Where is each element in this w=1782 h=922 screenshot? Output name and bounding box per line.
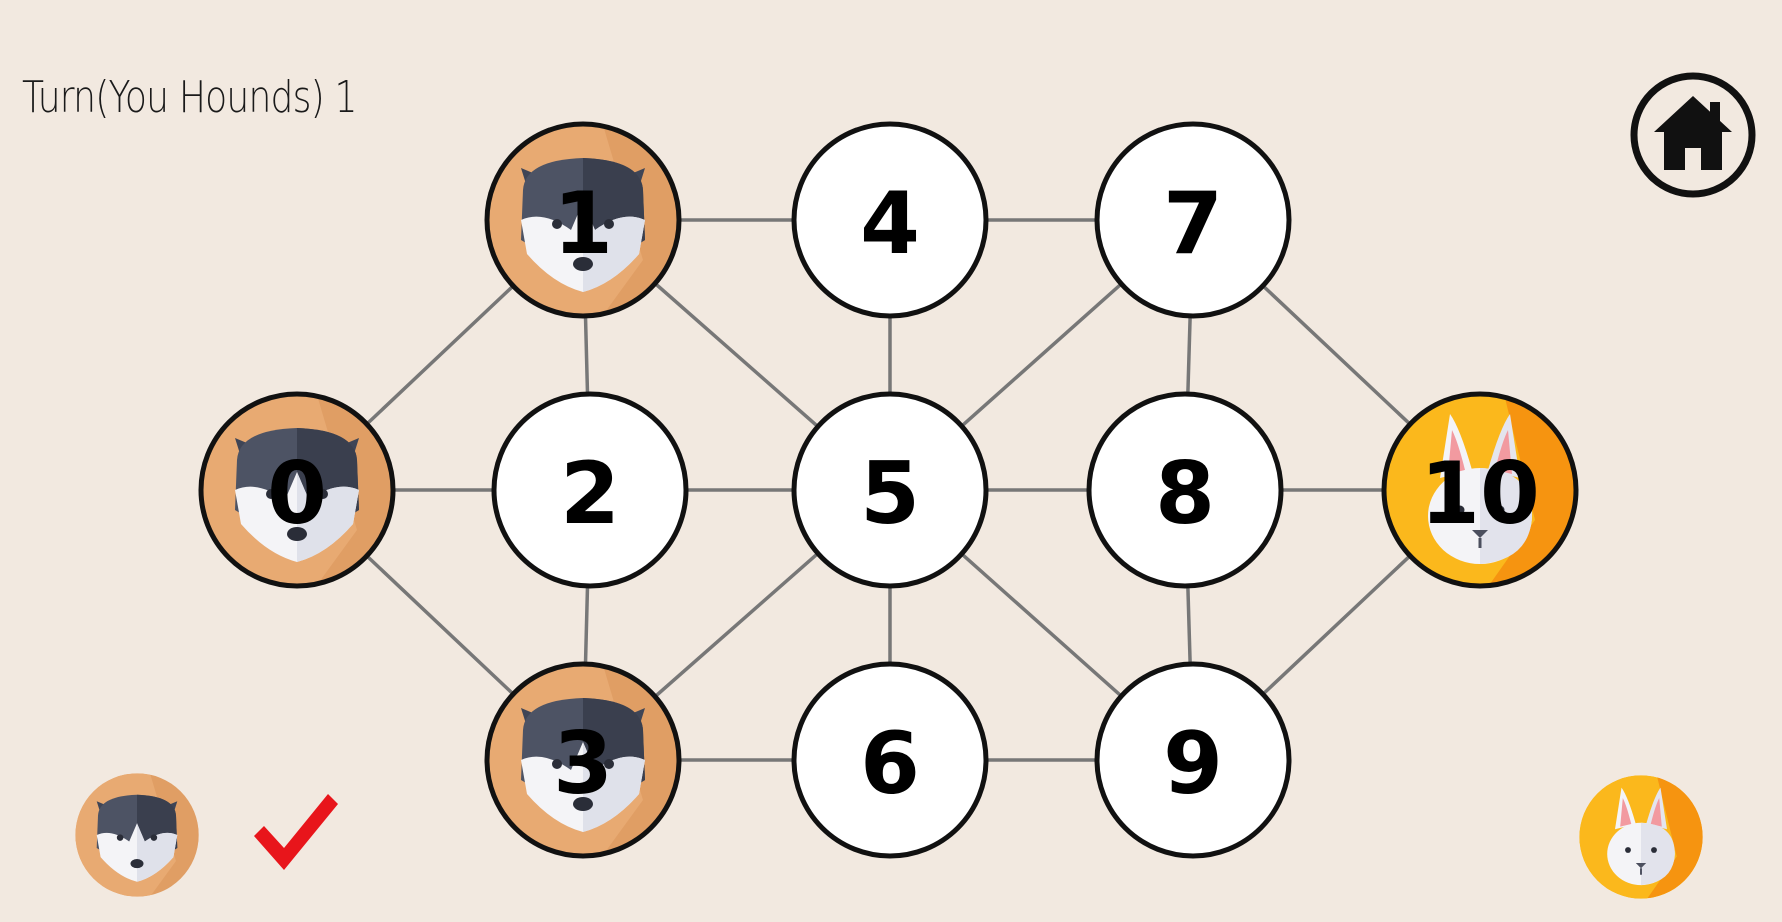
opponent-hare-indicator xyxy=(1576,772,1706,902)
turn-status: Turn(You Hounds) 1 xyxy=(22,72,357,123)
board-node-2[interactable]: 2 xyxy=(491,391,689,589)
node-circle xyxy=(791,391,989,589)
check-icon xyxy=(254,794,338,870)
confirm-check[interactable] xyxy=(250,790,342,874)
node-number: 5 xyxy=(860,444,920,544)
board-nodes: 0 1 2 3 4 5 6 7 8 9 10 xyxy=(198,121,1579,859)
node-number: 10 xyxy=(1420,444,1540,544)
node-number: 9 xyxy=(1163,714,1223,814)
node-number: 1 xyxy=(553,174,613,274)
board-node-6[interactable]: 6 xyxy=(791,661,989,859)
node-circle xyxy=(1094,661,1292,859)
hare-icon xyxy=(1579,775,1703,899)
node-ring xyxy=(484,121,682,319)
node-number: 0 xyxy=(267,444,327,544)
player-hound-indicator xyxy=(72,770,202,900)
node-circle xyxy=(1086,391,1284,589)
board-node-4[interactable]: 4 xyxy=(791,121,989,319)
node-number: 2 xyxy=(560,444,620,544)
node-number: 7 xyxy=(1163,174,1223,274)
node-circle xyxy=(491,391,689,589)
board-node-10[interactable]: 10 xyxy=(1381,391,1579,589)
node-circle xyxy=(791,661,989,859)
home-icon xyxy=(1630,72,1756,198)
board-node-9[interactable]: 9 xyxy=(1094,661,1292,859)
board-node-5[interactable]: 5 xyxy=(791,391,989,589)
node-number: 4 xyxy=(860,174,920,274)
board-node-7[interactable]: 7 xyxy=(1094,121,1292,319)
node-circle xyxy=(1094,121,1292,319)
home-button[interactable] xyxy=(1630,72,1756,198)
node-number: 8 xyxy=(1155,444,1215,544)
board-node-8[interactable]: 8 xyxy=(1086,391,1284,589)
node-ring xyxy=(484,661,682,859)
node-ring xyxy=(198,391,396,589)
node-circle xyxy=(791,121,989,319)
node-ring xyxy=(1381,391,1579,589)
node-number: 6 xyxy=(860,714,920,814)
node-number: 3 xyxy=(553,714,613,814)
board-node-3[interactable]: 3 xyxy=(484,661,682,859)
board-node-1[interactable]: 1 xyxy=(484,121,682,319)
hound-icon xyxy=(75,773,199,897)
board-node-0[interactable]: 0 xyxy=(198,391,396,589)
